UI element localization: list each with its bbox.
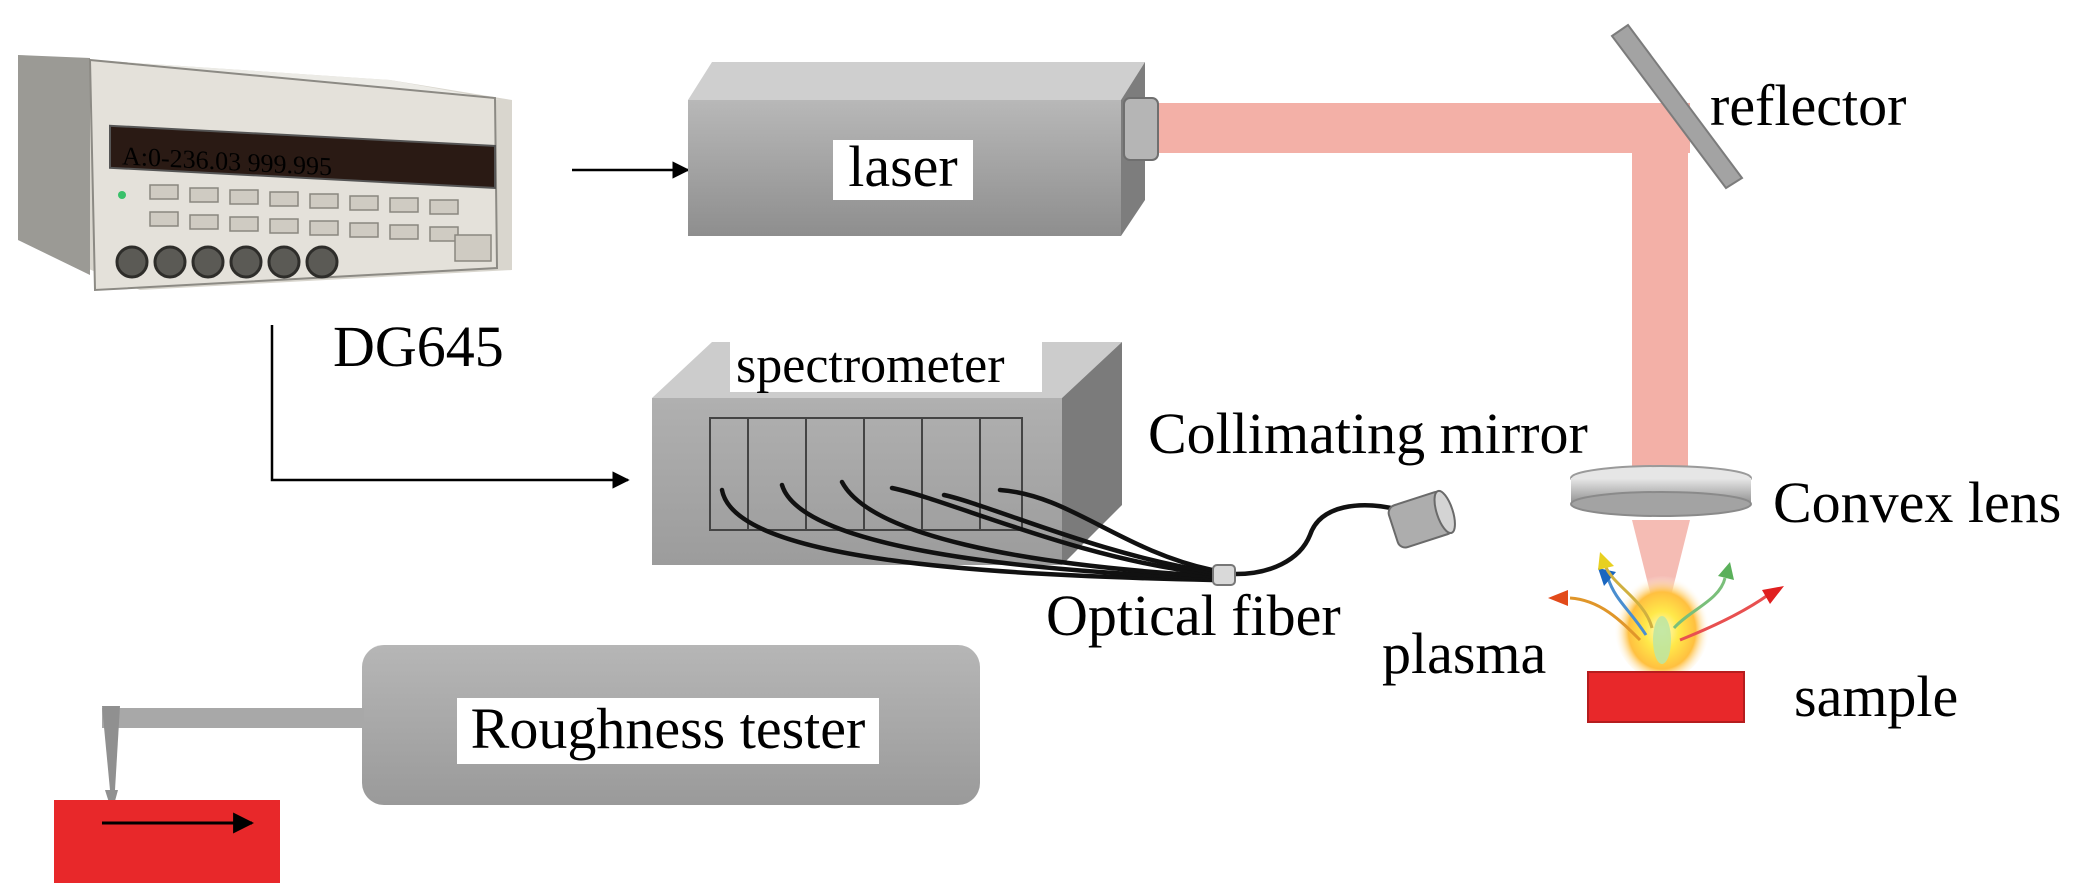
spectrometer-channels [709,417,1023,531]
spectrometer-label: spectrometer [736,337,1005,394]
optical-fiber-bundle [719,479,1403,583]
laser-box: laser [688,62,1159,236]
roughness-tester: Roughness tester [102,645,980,812]
sample-block [1587,671,1745,723]
sample-label: sample [1794,664,1958,729]
collimating-mirror-label: Collimating mirror [1148,401,1588,466]
reflector-label: reflector [1710,73,1906,138]
laser-aperture [1123,97,1159,161]
plasma-label: plasma [1382,621,1546,686]
laser-beam [1145,103,1690,600]
convex-lens-label: Convex lens [1773,470,2061,535]
optical-fiber-label: Optical fiber [1046,583,1341,648]
spectrometer-box [652,340,1122,565]
laser-label: laser [848,134,958,199]
dg645-label: DG645 [333,314,504,379]
trigger-arrow-to-spectrometer [270,325,630,489]
dg645-display: A:0-236.03 999.995 [109,124,496,189]
laser-label-box [833,140,973,200]
fiber-connector [1212,564,1236,586]
dg645-device: A:0-236.03 999.995 [18,55,512,292]
collimating-mirror [1387,489,1456,549]
plasma-plume [1548,552,1784,680]
reflector-mirror [1610,23,1744,190]
dg645-bnc-connectors [115,245,339,279]
convex-lens [1570,465,1752,517]
tested-sample-block [54,800,280,883]
dg645-keypad [149,184,459,242]
roughness-tester-label: Roughness tester [471,696,866,761]
